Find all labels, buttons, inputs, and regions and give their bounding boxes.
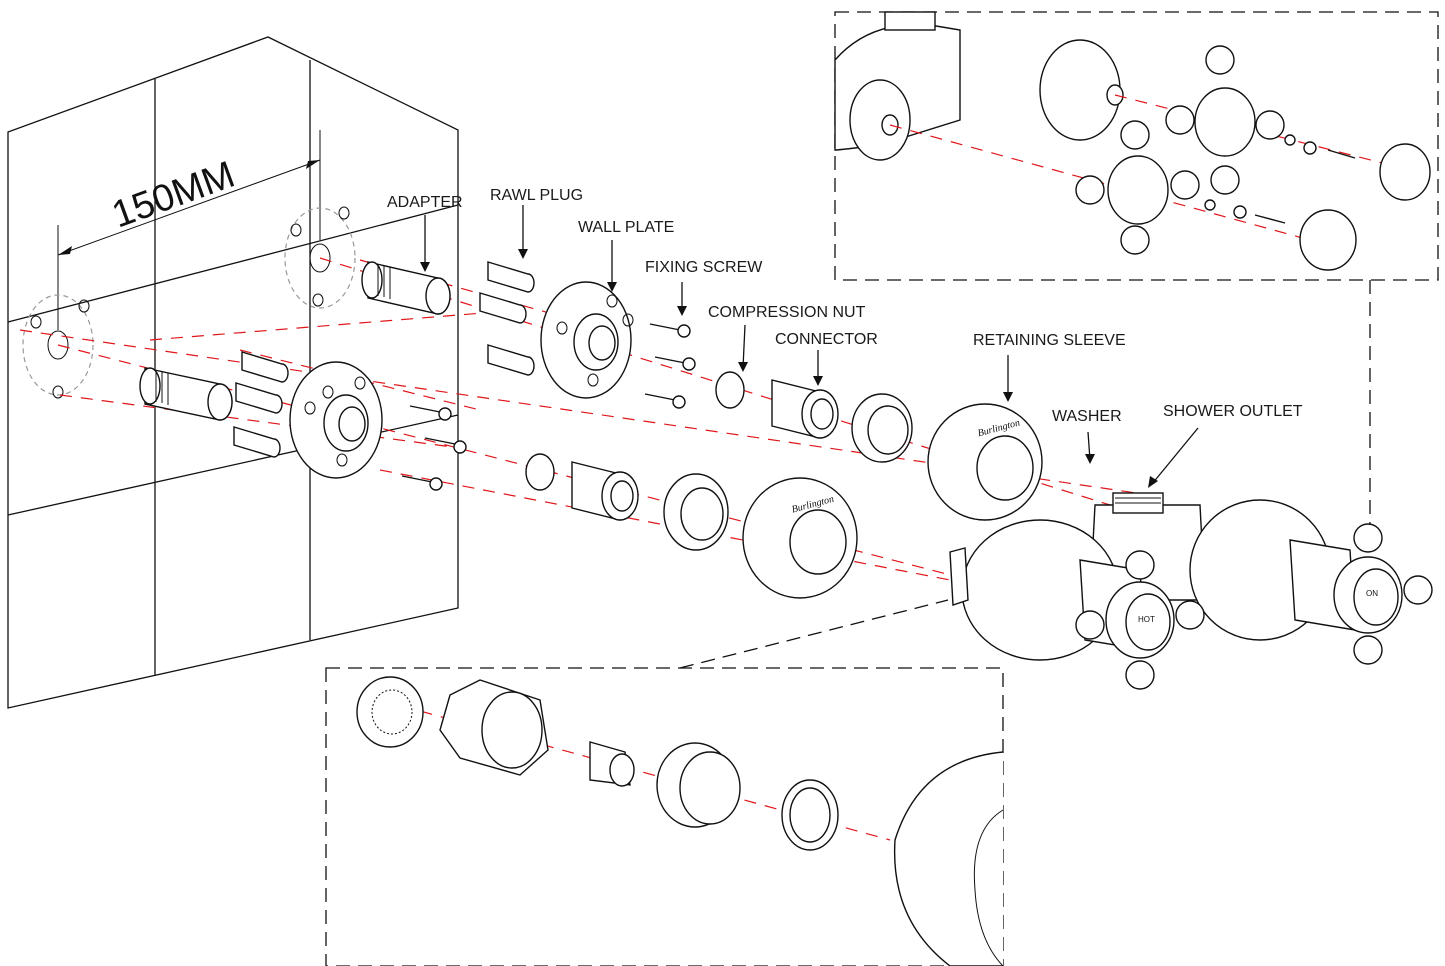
rawl-plugs-lower [233,351,289,458]
retaining-ring-upper [851,393,913,463]
wall-cutout-upper [284,206,356,309]
cross-handle-right: ON [1333,523,1433,665]
connector-upper [771,379,839,439]
part-labels: ADAPTER RAWL PLUG WALL PLATE FIXING SCRE… [387,187,1303,425]
compression-nut-lower [525,453,555,491]
adapter-lower [139,367,233,421]
label-retaining-sleeve: RETAINING SLEEVE [973,332,1126,349]
detail-inset-handles [834,11,1439,525]
wall-plate-lower [289,361,383,479]
retaining-sleeve-lower: Burlington [742,477,858,599]
label-wall-plate: WALL PLATE [578,219,674,236]
fixing-screws-lower [401,405,467,491]
label-connector: CONNECTOR [775,331,878,348]
adapter-upper [361,261,451,315]
label-compression-nut: COMPRESSION NUT [708,304,866,321]
rawl-plugs-upper [479,261,535,376]
callout-arrows [420,205,1199,488]
tiled-wall [7,36,459,709]
dimension-150mm: 150MM [57,130,321,330]
label-shower-outlet: SHOWER OUTLET [1163,403,1303,420]
on-marking: ON [1366,589,1378,598]
label-fixing-screw: FIXING SCREW [645,259,763,276]
hot-marking: HOT [1138,615,1155,624]
compression-nut-upper [715,371,745,409]
label-washer: WASHER [1052,408,1122,425]
detail-inset-outlet [325,599,1004,966]
label-adapter: ADAPTER [387,194,463,211]
retaining-ring-lower [663,473,729,551]
fixing-screws-upper [644,323,696,409]
wall-cutout-lower [22,294,94,399]
retaining-sleeve-upper: Burlington [927,403,1043,521]
label-rawl-plug: RAWL PLUG [490,187,583,204]
cross-handle-left: HOT [1075,550,1205,690]
wall-plate-upper [540,281,634,399]
dimension-text: 150MM [107,154,240,237]
connector-lower [571,461,639,521]
